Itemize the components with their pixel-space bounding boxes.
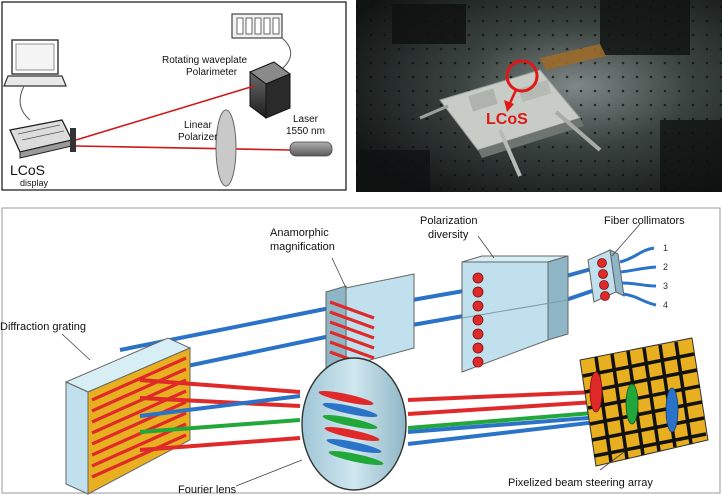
fiber-number-4: 4 (663, 300, 668, 310)
fiber-number-2: 2 (663, 262, 668, 272)
lcos-marker-circle (505, 59, 539, 93)
wss-diagram-panel: 1 2 3 4 Fiber collimators Polarization d… (0, 207, 721, 495)
polarization-label: Polarization (420, 215, 477, 227)
lcos-label: LCoS (10, 162, 45, 178)
fiber-number-1: 1 (663, 243, 668, 253)
fourier-lens (301, 357, 407, 491)
beam-to-polarimeter (75, 85, 255, 141)
anamorphic-label: Anamorphic (270, 227, 329, 239)
fiber-number-3: 3 (663, 281, 668, 291)
lab-photo-panel: LCoS (356, 0, 722, 192)
laser-wavelength-label: 1550 nm (286, 126, 325, 137)
beam-steering-array (579, 337, 709, 467)
linear-polarizer-icon (215, 109, 237, 187)
diffraction-grating-label: Diffraction grating (0, 321, 86, 333)
fiber-collimators-block (587, 249, 625, 303)
lcos-marker-arrow (508, 89, 518, 104)
anamorphic-prism (325, 273, 415, 373)
pixelized-array-label: Pixelized beam steering array (508, 477, 653, 489)
polarimeter-label: Polarimeter (186, 67, 238, 78)
lcos-display-icon (9, 119, 76, 159)
linear-label: Linear (184, 120, 212, 131)
fiber-collimators-label: Fiber collimators (604, 215, 685, 227)
polarization-diversity-prism (461, 255, 569, 373)
diversity-label: diversity (428, 229, 469, 241)
rotating-waveplate-label: Rotating waveplate (162, 55, 247, 66)
laser-label: Laser (293, 114, 319, 125)
polarizer-label: Polarizer (178, 132, 218, 143)
fiber-leads (619, 246, 657, 307)
rack-equipment-icon (231, 13, 283, 39)
laptop-icon (3, 39, 67, 87)
diffraction-grating (64, 337, 192, 495)
lcos-photo-label: LCoS (486, 111, 528, 128)
laser-icon (289, 141, 333, 157)
fourier-lens-label: Fourier lens (178, 484, 237, 495)
polarimeter-icon (249, 61, 291, 119)
magnification-label: magnification (270, 241, 335, 253)
setup-schematic-panel: LCoS display Rotating waveplate Polarime… (1, 1, 347, 191)
display-label: display (20, 178, 49, 188)
beam-from-laser (75, 145, 291, 151)
